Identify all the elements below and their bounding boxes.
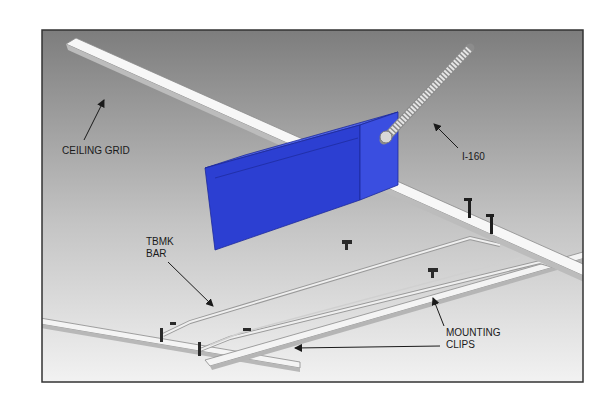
part-label: TBMK BAR [146,236,182,260]
part-label: CEILING GRID [62,145,152,157]
leader-lines [84,100,458,348]
part-label: MOUNTING CLIPS [446,327,510,351]
part-label: I-160 [462,151,512,163]
